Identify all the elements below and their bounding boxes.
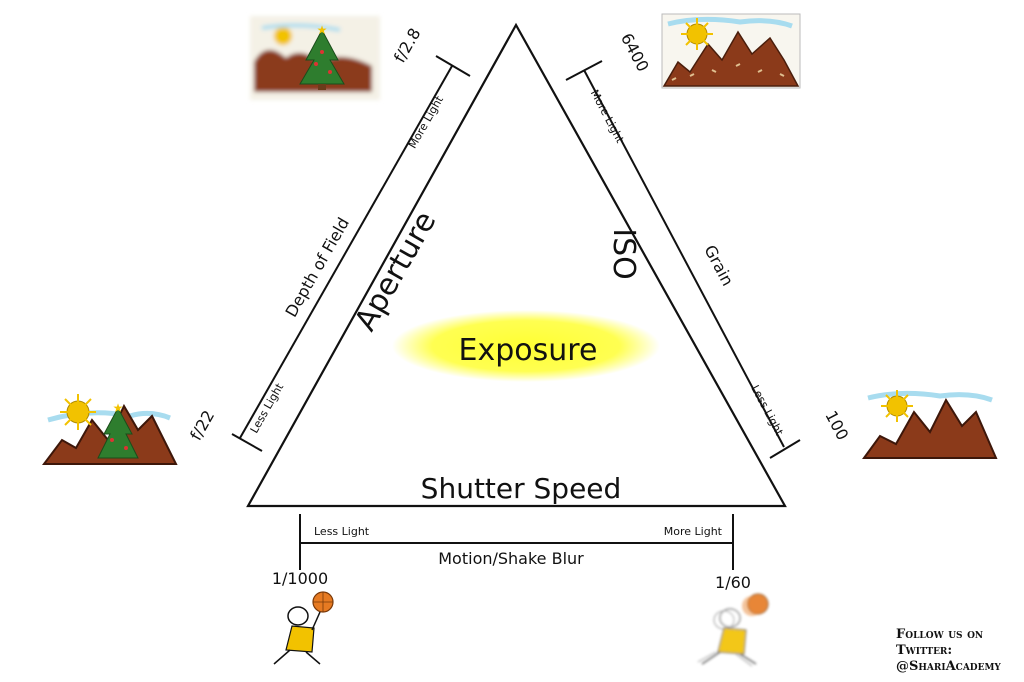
exposure-highlight: [392, 310, 660, 382]
iso-scale: [565, 60, 801, 459]
landscape-clean-image: [862, 390, 998, 459]
sun-icon: [681, 18, 713, 50]
sun-icon: [881, 390, 913, 422]
aperture-narrow-value: f/22: [186, 407, 218, 444]
shutter-less-light-label: Less Light: [314, 525, 370, 538]
iso-more-light-label: More Light: [588, 88, 627, 146]
christmas-tree-icon: ★: [299, 23, 345, 90]
shutter-slow-value: 1/60: [715, 573, 751, 592]
sun-icon: [60, 394, 96, 430]
shutter-speed-label: Shutter Speed: [421, 472, 622, 505]
basketball-player-blurred-icon: [697, 593, 769, 667]
twitter-handle: @ShariAcademy: [896, 659, 1001, 674]
basketball-player-frozen-icon: [273, 591, 334, 665]
aperture-scale: [231, 55, 471, 452]
follow-line-2: Twitter:: [896, 643, 953, 658]
landscape-sharp-image: ★: [42, 394, 178, 465]
iso-less-light-label: Less Light: [748, 383, 786, 438]
iso-high-value: 6400: [617, 30, 653, 75]
star-icon: ★: [317, 23, 328, 37]
triangle-outline: [246, 22, 787, 508]
shutter-fast-value: 1/1000: [272, 569, 328, 588]
exposure-title: Exposure: [459, 333, 598, 368]
iso-label: ISO: [606, 228, 641, 280]
landscape-blurred-background-image: [250, 16, 380, 100]
christmas-tree-icon: ★: [97, 401, 139, 459]
shutter-scale: [299, 514, 734, 570]
landscape-grainy-image: [661, 13, 801, 89]
shutter-effect-label: Motion/Shake Blur: [438, 549, 584, 568]
iso-low-value: 100: [821, 407, 852, 443]
aperture-more-light-label: More Light: [406, 93, 446, 151]
shutter-more-light-label: More Light: [664, 525, 723, 538]
follow-us-footer: Follow us on Twitter: @ShariAcademy: [896, 627, 1024, 675]
star-icon: ★: [113, 401, 124, 415]
follow-line-1: Follow us on: [896, 627, 984, 642]
iso-effect-label: Grain: [700, 242, 737, 289]
aperture-wide-value: f/2.8: [390, 25, 425, 66]
